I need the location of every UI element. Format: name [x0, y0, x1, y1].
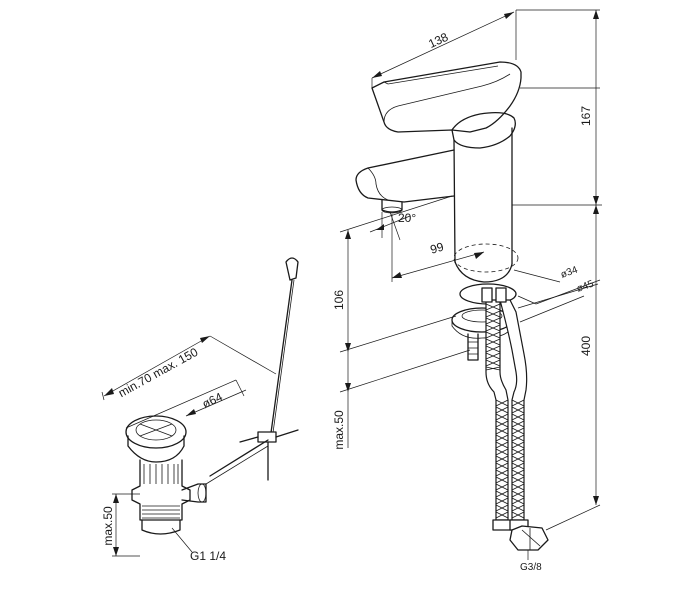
- faucet-lever: [371, 61, 522, 133]
- hose-connector-right: [495, 287, 507, 303]
- faucet-drawing: [355, 61, 549, 551]
- faucet-spout: [355, 149, 455, 203]
- dim-height-167: 167: [579, 106, 593, 126]
- drain-side-outlet: [181, 483, 207, 503]
- faucet-body-bottom: [454, 261, 513, 283]
- mount-washer-inner: [461, 309, 503, 323]
- faucet-cap: [451, 112, 516, 149]
- dim-hose-400: 400: [579, 336, 593, 356]
- dim-range-70-150: min.70 max. 150: [116, 345, 201, 400]
- mount-stud: [467, 333, 479, 361]
- faucet-lever-edge: [383, 73, 511, 123]
- hose-fitting-left: [492, 519, 512, 531]
- dim-thread-g38: G3/8: [520, 562, 542, 573]
- dim-diameter-34: ø34: [559, 264, 579, 280]
- pullrod-knob: [285, 257, 299, 281]
- dim-diameter-45: ø45: [575, 278, 595, 294]
- dim-width-138: 138: [426, 30, 450, 51]
- dim-thread-g114: G1 1/4: [190, 549, 226, 563]
- hose-connector-left: [481, 287, 493, 303]
- dim-reach-99: 99: [429, 239, 446, 256]
- faucet-base-ellipse: [453, 243, 519, 273]
- waste-dimensions: min.70 max. 150 ø64 max.50 G1 1/4: [101, 335, 277, 563]
- drain-thread: [141, 519, 181, 535]
- waste-drawing: [125, 257, 299, 535]
- dim-angle-20: 20°: [398, 211, 416, 225]
- hose-braid-pattern: [485, 303, 525, 519]
- dim-max-50-waste: max.50: [101, 506, 115, 546]
- drain-flange: [125, 415, 187, 449]
- pullrod-shaft: [269, 279, 293, 441]
- drain-cap: [135, 419, 177, 441]
- drain-body: [131, 459, 191, 521]
- dim-max-50-faucet: max.50: [332, 410, 346, 450]
- drain-collar: [127, 435, 185, 463]
- faucet-aerator-ellipse: [381, 206, 403, 214]
- faucet-body: [453, 127, 513, 265]
- faucet-lever-top: [383, 65, 499, 85]
- dim-height-106: 106: [332, 290, 346, 310]
- dim-diameter-64: ø64: [200, 390, 225, 412]
- hose-nut: [509, 525, 549, 551]
- faucet-dimensions: 138 167 400 20° 99 106: [332, 9, 602, 573]
- faucet-spout-edge: [367, 167, 389, 201]
